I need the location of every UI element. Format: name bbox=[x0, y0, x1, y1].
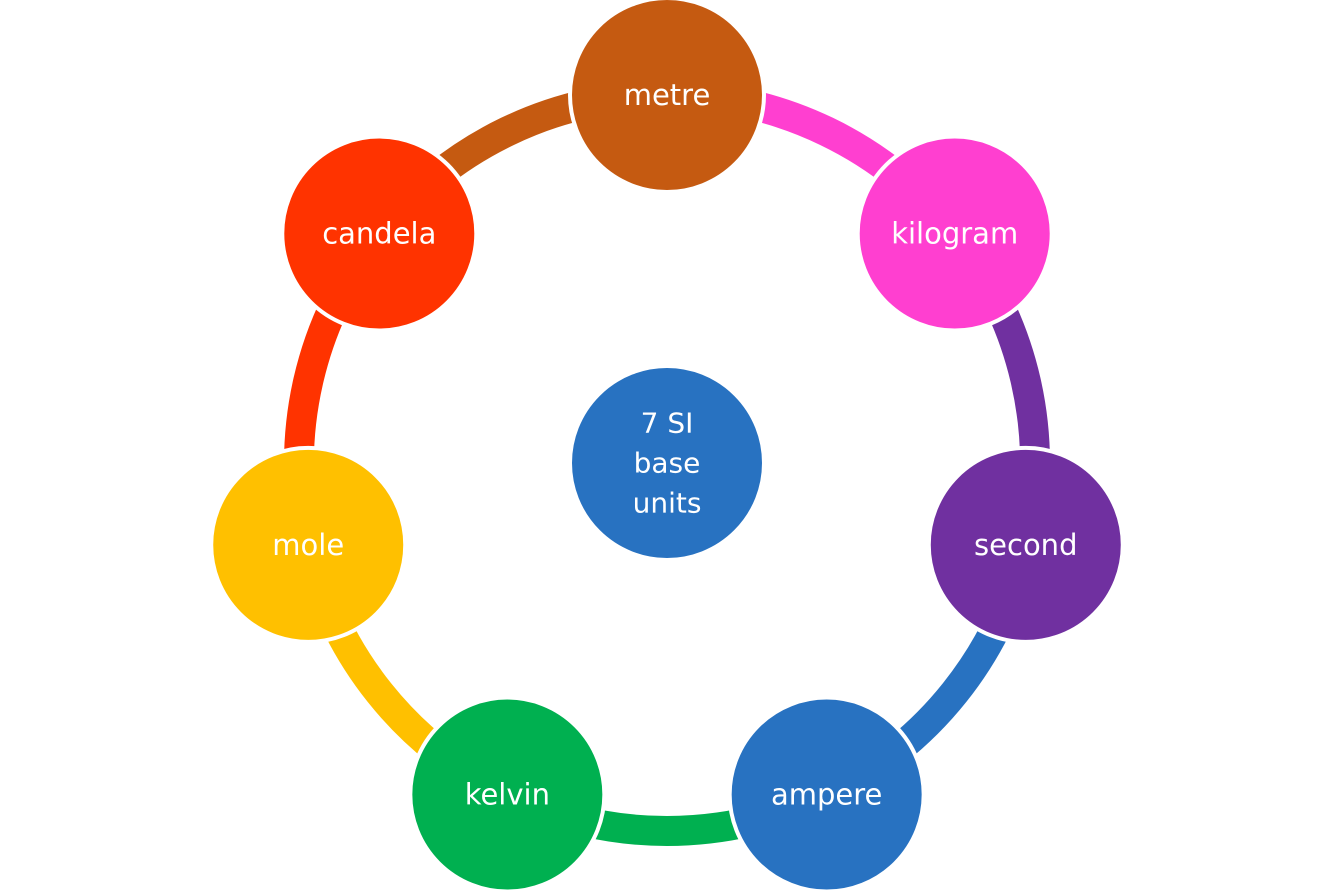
node-circle-candela bbox=[280, 134, 479, 333]
node-label-kelvin: kelvin bbox=[465, 778, 550, 812]
center-circle bbox=[568, 364, 766, 562]
center-node: 7 SI base units bbox=[568, 364, 766, 562]
unit-nodes: metre kilogram second ampere kelvin mole cande… bbox=[209, 0, 1125, 892]
node-label-mole: mole bbox=[272, 528, 344, 562]
node-kelvin: kelvin bbox=[408, 695, 607, 892]
node-circle-mole bbox=[209, 445, 408, 644]
node-ampere: ampere bbox=[727, 695, 926, 892]
node-label-ampere: ampere bbox=[771, 778, 882, 812]
node-circle-metre bbox=[568, 0, 766, 194]
node-circle-second bbox=[926, 445, 1125, 644]
node-circle-kilogram bbox=[855, 134, 1054, 333]
node-candela: candela bbox=[280, 134, 479, 333]
center-label-line-1: 7 SI bbox=[641, 407, 694, 440]
node-label-second: second bbox=[974, 528, 1077, 562]
node-label-candela: candela bbox=[322, 217, 436, 251]
center-label-line-2: base bbox=[634, 447, 701, 480]
center-label-line-3: units bbox=[633, 487, 702, 520]
node-metre: metre bbox=[568, 0, 766, 194]
node-mole: mole bbox=[209, 445, 408, 644]
node-second: second bbox=[926, 445, 1125, 644]
node-label-metre: metre bbox=[624, 78, 711, 112]
node-label-kilogram: kilogram bbox=[891, 217, 1018, 251]
node-kilogram: kilogram bbox=[855, 134, 1054, 333]
